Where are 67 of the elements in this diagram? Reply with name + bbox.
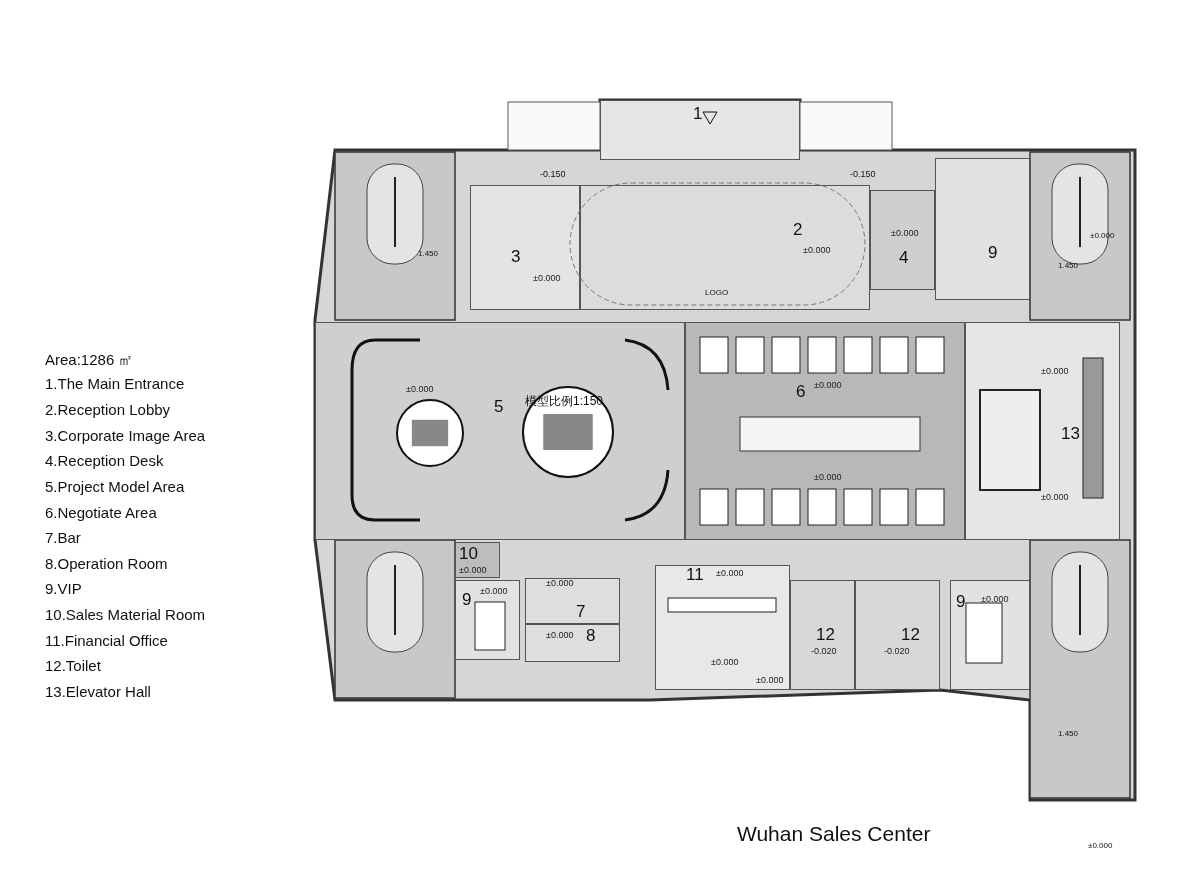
caption: Wuhan Sales Center (737, 823, 931, 844)
elevation-mark: ±0.000 (1041, 493, 1069, 502)
legend-text: 12.Toilet (45, 658, 101, 673)
legend-text: 7.Bar (45, 530, 81, 545)
room-number: 6 (796, 383, 806, 400)
room-number: 11 (686, 566, 704, 583)
elevation-mark: 1.450 (1058, 730, 1079, 738)
room-number: 9 (462, 591, 472, 608)
elevation-mark: 1.450 (418, 250, 439, 258)
room-number: 2 (793, 221, 803, 238)
room-number: 10 (459, 545, 478, 562)
legend-text: 4.Reception Desk (45, 453, 164, 468)
elevation-mark: ±0.000 (756, 676, 784, 685)
elevation-mark: ±0.000 (814, 473, 842, 482)
elevation-mark: ±0.000 (711, 658, 739, 667)
room-area (655, 565, 790, 690)
room-area (870, 190, 935, 290)
room-number: 12 (901, 626, 920, 643)
room-area (525, 624, 620, 662)
elevation-mark: -0.150 (850, 170, 876, 179)
room-area (455, 542, 500, 578)
legend-text: 2.Reception Lobby (45, 402, 171, 417)
legend-text: 1.The Main Entrance (45, 376, 185, 391)
legend-text: 8.Operation Room (45, 556, 168, 571)
elevation-mark: ±0.000 (459, 566, 487, 575)
room-number: 4 (899, 249, 909, 266)
room-number: 5 (494, 398, 504, 415)
room-number: 3 (511, 248, 521, 265)
elevation-mark: ±0.000 (891, 229, 919, 238)
elevation-mark: ±0.000 (1041, 367, 1069, 376)
legend-text: Area:1286 ㎡ (45, 352, 134, 367)
room-area (600, 100, 800, 160)
room-area (790, 580, 855, 690)
room-number: 9 (956, 593, 966, 610)
elevation-mark: -0.020 (811, 647, 837, 656)
room-number: 12 (816, 626, 835, 643)
legend-text: 9.VIP (45, 581, 82, 596)
elevation-mark: -0.150 (540, 170, 566, 179)
elevation-mark: ±0.000 (406, 385, 434, 394)
elevation-mark: ±0.000 (1088, 842, 1113, 850)
legend-text: 6.Negotiate Area (45, 505, 157, 520)
legend-text: 3.Corporate Image Area (45, 428, 206, 443)
elevation-mark: ±0.000 (546, 579, 574, 588)
elevation-mark: ±0.000 (533, 274, 561, 283)
sign-text: LOGO (705, 289, 729, 297)
legend-text: 5.Project Model Area (45, 479, 185, 494)
room-area (935, 158, 1030, 300)
room-number: 1 (693, 105, 703, 122)
room-area (525, 578, 620, 624)
elevation-mark: ±0.000 (981, 595, 1009, 604)
elevation-mark: ±0.000 (716, 569, 744, 578)
room-number: 9 (988, 244, 998, 261)
elevation-mark: ±0.000 (814, 381, 842, 390)
legend-text: 10.Sales Material Room (45, 607, 206, 622)
room-area (470, 185, 580, 310)
elevation-mark: ±0.000 (1090, 232, 1115, 240)
elevation-mark: -0.020 (884, 647, 910, 656)
legend-text: 11.Financial Office (45, 633, 168, 648)
room-number: 7 (576, 603, 586, 620)
room-area (855, 580, 940, 690)
elevation-mark: 1.450 (1058, 262, 1079, 270)
legend-text: 13.Elevator Hall (45, 684, 151, 699)
elevation-mark: ±0.000 (480, 587, 508, 596)
room-number: 13 (1061, 425, 1080, 442)
room-number: 8 (586, 627, 596, 644)
elevation-mark: ±0.000 (803, 246, 831, 255)
elevation-mark: ±0.000 (546, 631, 574, 640)
